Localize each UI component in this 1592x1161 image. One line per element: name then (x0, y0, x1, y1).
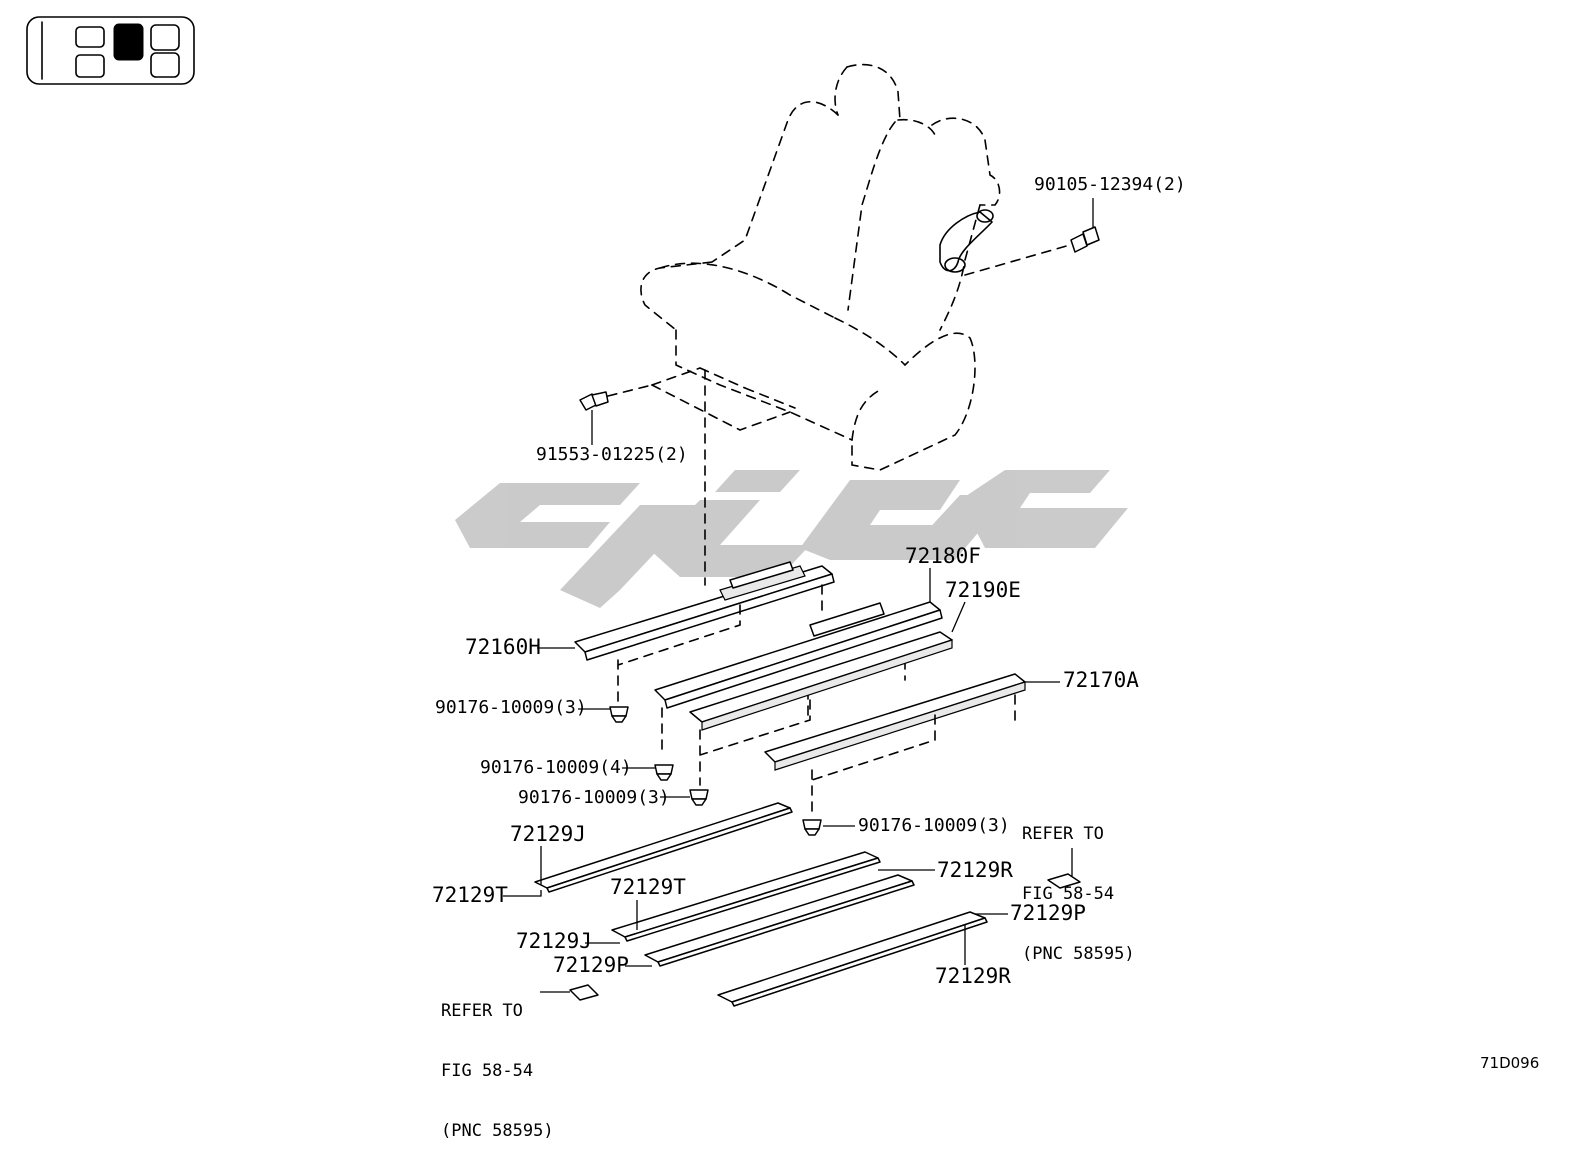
seat-track-right (764, 673, 1060, 816)
refer-note-line-3: (PNC 58595) (1022, 944, 1135, 964)
refer-note-line-1: REFER TO (1022, 824, 1104, 844)
refer-pad-icons (540, 848, 1081, 1001)
refer-note-line-1: REFER TO (441, 1001, 523, 1021)
callout-strip-b-top[interactable]: 72129T (610, 875, 686, 899)
seat-locator-icon (26, 16, 195, 85)
callout-track-left[interactable]: 72160H (465, 635, 541, 659)
diagram-code: 71D096 (1480, 1054, 1540, 1072)
callout-bolt-upper[interactable]: 90105-12394(2) (1034, 174, 1186, 195)
parts-diagram: 90105-12394(2) 91553-01225(2) 72160H 721… (26, 16, 1540, 1141)
callout-clip-1[interactable]: 90176-10009(3) (435, 697, 587, 718)
cover-strips (503, 802, 1008, 1007)
refer-note-right[interactable]: REFER TO FIG 58-54 (PNC 58595) (1022, 784, 1135, 984)
callout-clip-2[interactable]: 90176-10009(4) (480, 757, 632, 778)
clip-icons (578, 706, 855, 836)
seat-track-left (537, 561, 835, 706)
callout-strip-b-bottom[interactable]: 72129P (553, 953, 629, 977)
watermark-logo (455, 470, 1128, 608)
callout-strip-a-bottom[interactable]: 72129T (432, 883, 508, 907)
refer-note-line-2: FIG 58-54 (441, 1061, 534, 1081)
callout-track-mid-lower[interactable]: 72190E (945, 578, 1021, 602)
callout-clip-3[interactable]: 90176-10009(3) (518, 787, 670, 808)
refer-note-left[interactable]: REFER TO FIG 58-54 (PNC 58595) (441, 961, 554, 1161)
bolt-lower-icon (579, 384, 653, 445)
callout-bolt-lower[interactable]: 91553-01225(2) (536, 444, 688, 465)
callout-strip-d-top[interactable]: 72129P (1010, 901, 1086, 925)
seat-track-mid-upper (654, 568, 943, 756)
callout-strip-c-top[interactable]: 72129R (937, 858, 1013, 882)
callout-track-mid-upper[interactable]: 72180F (905, 544, 981, 568)
refer-note-line-2: FIG 58-54 (1022, 884, 1115, 904)
seat-track-mid-lower (689, 601, 966, 786)
callout-strip-b-mid[interactable]: 72129J (516, 929, 592, 953)
callout-strip-d-bottom[interactable]: 72129R (935, 964, 1011, 988)
refer-note-line-3: (PNC 58595) (441, 1121, 554, 1141)
callout-strip-a-top[interactable]: 72129J (510, 822, 586, 846)
seat-outline (640, 63, 1001, 586)
diagram-drawing (26, 16, 1128, 1007)
callout-clip-4[interactable]: 90176-10009(3) (858, 815, 1010, 836)
callout-track-right[interactable]: 72170A (1063, 668, 1139, 692)
bolt-upper-icon (964, 198, 1100, 276)
